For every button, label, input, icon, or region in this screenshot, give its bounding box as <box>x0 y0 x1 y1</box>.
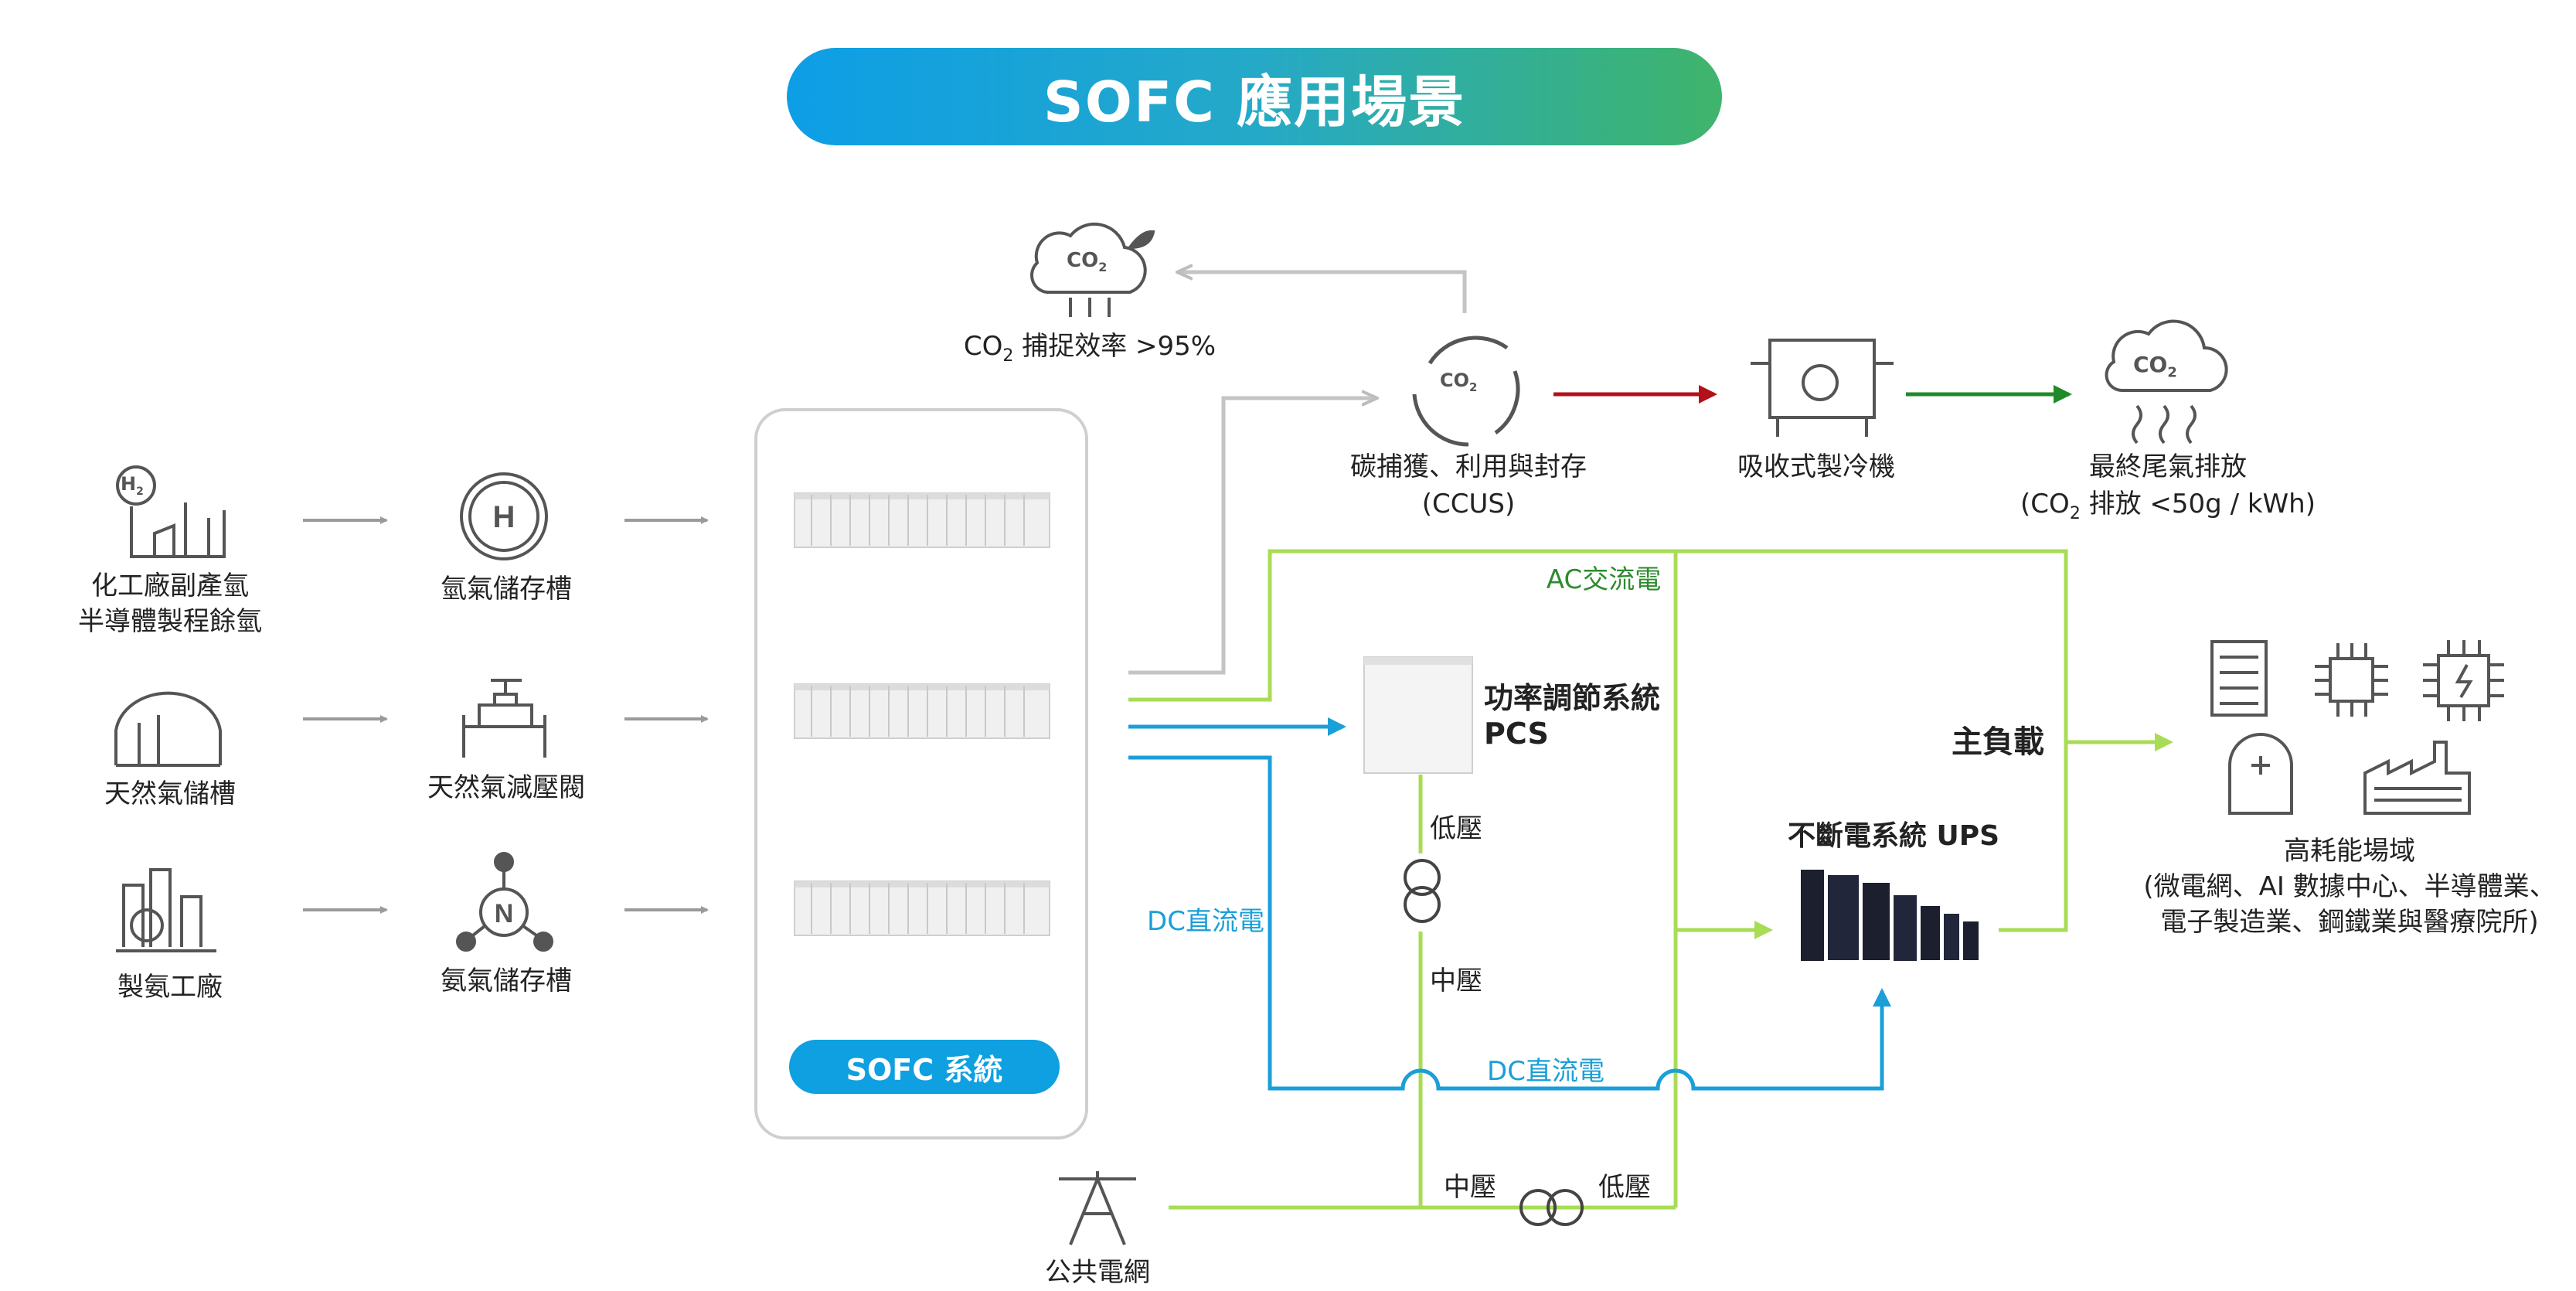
high-load-line3: 電子製造業、鋼鐵業與醫療院所) <box>2160 907 2539 938</box>
cabinet-dividers <box>811 495 1025 934</box>
title-banner: SOFC 應用場景 <box>787 48 1722 145</box>
mid-voltage-label-2: 中壓 <box>1444 1172 1496 1203</box>
ccus-recycle-icon <box>1412 336 1520 447</box>
sofc-system-box <box>754 408 1088 1139</box>
co2-capture-label: CO2 捕捉效率 >95% <box>927 328 1252 375</box>
grid-label: 公共電網 <box>1045 1257 1150 1288</box>
gas-tank-icon <box>114 691 222 767</box>
storage-1-label: 氫氣儲存槽 <box>441 574 572 605</box>
high-load-label: 高耗能場域 (微電網、AI 數據中心、半導體業、 電子製造業、鋼鐵業與醫療院所) <box>2125 833 2574 940</box>
ac-label: AC交流電 <box>1546 564 1662 595</box>
pcs-line2: PCS <box>1484 717 1549 751</box>
dc-power-lines <box>1128 717 1891 1091</box>
ups-units <box>1801 870 1979 961</box>
absorption-chiller-icon <box>1751 339 1894 437</box>
h2-symbol-text: H <box>493 500 516 534</box>
sofc-cabinet-row-2 <box>794 683 1050 739</box>
chiller-label: 吸收式製冷機 <box>1737 451 1895 482</box>
page-title: SOFC 應用場景 <box>1043 69 1466 135</box>
transformer-2-right <box>1547 1189 1584 1226</box>
sofc-system-label: SOFC 系統 <box>789 1040 1060 1094</box>
exhaust-co2-subscript: 2 <box>2069 503 2081 523</box>
dc-to-ups-path <box>1128 755 1891 1091</box>
co2-capture-cloud-icon <box>1030 222 1155 317</box>
ammonia-plant-icon <box>116 868 216 952</box>
high-load-line1: 高耗能場域 <box>2284 836 2415 867</box>
ccus-line1: 碳捕獲、利用與封存 <box>1350 451 1587 482</box>
power-chip-icon <box>2423 640 2504 721</box>
sofc-cabinet-row-1 <box>794 492 1050 548</box>
ac-power-lines <box>1128 549 2173 1210</box>
power-tower-icon <box>1059 1171 1136 1245</box>
chip-icon <box>2315 643 2388 717</box>
low-voltage-label-1: 低壓 <box>1430 813 1482 844</box>
storage-3-label: 氨氣儲存槽 <box>441 966 572 996</box>
transformer-1-top <box>1404 859 1441 896</box>
dc-label-left: DC直流電 <box>1147 906 1264 937</box>
transformer-2-left <box>1519 1189 1557 1226</box>
co2-subscript: 2 <box>1002 346 1014 366</box>
exhaust-line1: 最終尾氣排放 <box>2089 451 2247 482</box>
pressure-valve-icon <box>462 679 546 758</box>
main-load-label: 主負載 <box>1952 724 2044 760</box>
source-1-line1: 化工廠副產氫 <box>91 571 249 601</box>
ammonia-molecule-icon <box>456 852 553 952</box>
nitrogen-symbol-text: N <box>495 899 514 928</box>
ccus-icon-text: CO2 <box>1440 370 1478 394</box>
ccus-line2: (CCUS) <box>1421 489 1516 519</box>
mid-voltage-label-1: 中壓 <box>1430 966 1482 996</box>
pcs-line1: 功率調節系統 <box>1484 681 1661 715</box>
transformer-1-bottom <box>1404 886 1441 923</box>
h2-tank-icon <box>460 472 548 560</box>
hospital-icon <box>2228 733 2293 815</box>
sofc-cabinet-row-3 <box>794 881 1050 936</box>
ccus-label: 碳捕獲、利用與封存 (CCUS) <box>1322 448 1615 523</box>
exhaust-limit-text: 排放 <50g / kWh) <box>2080 489 2316 519</box>
exhaust-cloud-icon <box>2105 319 2228 445</box>
source-2-label: 天然氣儲槽 <box>104 778 236 809</box>
source-arrows <box>303 516 709 914</box>
data-center-icon <box>2210 640 2268 717</box>
chemical-plant-h2-icon <box>116 465 226 558</box>
ups-label: 不斷電系統 UPS <box>1787 820 2000 852</box>
source-1-label: 化工廠副產氫 半導體製程餘氫 <box>54 568 286 639</box>
ccus-to-capture-arrow <box>1179 272 1467 313</box>
co2-capture-cloud-text: CO2 <box>1067 249 1108 275</box>
source-3-label: 製氨工廠 <box>117 972 223 1003</box>
h2-small-text: H2 <box>121 473 144 498</box>
exhaust-co2-text: (CO <box>2020 489 2070 519</box>
pcs-label: 功率調節系統 PCS <box>1484 680 1660 751</box>
source-1-line2: 半導體製程餘氫 <box>78 606 262 637</box>
exhaust-label: 最終尾氣排放 (CO2 排放 <50g / kWh) <box>1982 448 2353 533</box>
factory-icon <box>2363 741 2471 815</box>
exhaust-line2: (CO2 排放 <50g / kWh) <box>1982 485 2353 533</box>
ac-main-loop <box>1128 549 2068 932</box>
exhaust-cloud-text: CO2 <box>2133 352 2177 381</box>
exhaust-to-ccus-arrow <box>1128 398 1376 675</box>
low-voltage-label-2: 低壓 <box>1598 1172 1651 1203</box>
co2-text: CO <box>963 331 1003 362</box>
capture-efficiency-text: 捕捉效率 >95% <box>1013 331 1217 362</box>
dc-label-bottom: DC直流電 <box>1487 1056 1604 1087</box>
pcs-cabinet <box>1363 656 1473 774</box>
high-load-line2: (微電網、AI 數據中心、半導體業、 <box>2143 871 2556 902</box>
storage-2-label: 天然氣減壓閥 <box>427 772 585 803</box>
